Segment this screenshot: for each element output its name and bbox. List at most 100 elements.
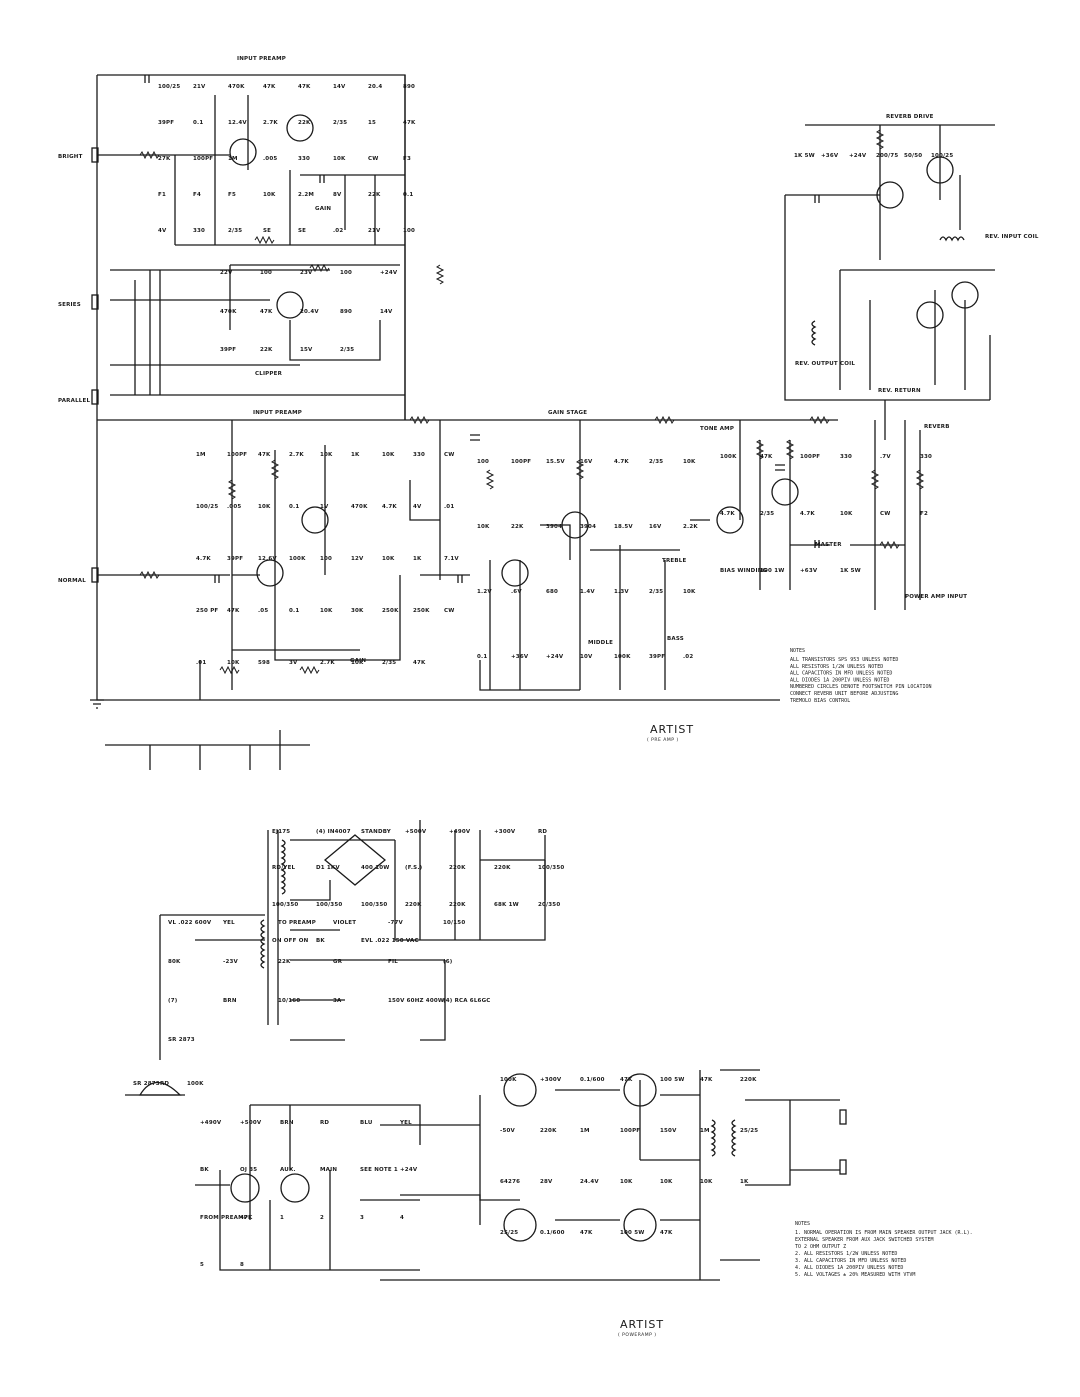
preamp-component-label: +63V	[800, 568, 818, 574]
preamp-component-label: 0.1	[403, 192, 413, 198]
preamp-component-label: 15V	[300, 347, 313, 353]
preamp-component-label: 15.5V	[546, 459, 565, 465]
preamp-component-label: 39PF	[220, 347, 236, 353]
preamp-component-label: +24V	[849, 153, 867, 159]
reverb-coils	[811, 236, 965, 346]
preamp-component-label: 4V	[413, 504, 422, 510]
poweramp-component-label: (4) RCA 6L6GC	[443, 998, 491, 1004]
preamp-component-label: 100	[340, 270, 352, 276]
poweramp-component-label: BK	[316, 938, 325, 944]
preamp-component-label: 39PF	[158, 120, 174, 126]
section-label: GAIN STAGE	[548, 410, 587, 416]
preamp-component-label: 3V	[289, 660, 298, 666]
preamp-component-label: 16V	[580, 459, 593, 465]
preamp-component-label: 27K	[158, 156, 171, 162]
poweramp-component-label: +500V	[405, 829, 427, 835]
preamp-component-label: 330	[840, 454, 852, 460]
poweramp-component-label: 80K	[168, 959, 181, 965]
poweramp-component-label: 68K 1W	[494, 902, 519, 908]
poweramp-component-label: 28V	[540, 1179, 553, 1185]
preamp-component-label: 330	[920, 454, 932, 460]
poweramp-component-label: RD	[538, 829, 547, 835]
preamp-component-label: BIAS WINDING	[720, 568, 768, 574]
poweramp-component-label: BLU	[360, 1120, 373, 1126]
preamp-component-label: 2.2K	[683, 524, 698, 530]
poweramp-note: 4. ALL DIODES 1A 200PIV UNLESS NOTED	[795, 1265, 903, 1271]
preamp-component-label: 10K	[258, 504, 271, 510]
preamp-component-label: 2.7K	[263, 120, 278, 126]
preamp-component-label: 2/35	[760, 511, 774, 517]
preamp-component-label: 100/25	[931, 153, 953, 159]
poweramp-wiring	[159, 820, 840, 1281]
poweramp-component-label: 25/25	[500, 1230, 518, 1236]
preamp-component-label: 21V	[368, 228, 381, 234]
section-label: INPUT PREAMP	[237, 56, 286, 62]
preamp-component-label: 4.7K	[382, 504, 397, 510]
preamp-component-label: 2.2M	[298, 192, 314, 198]
preamp-note: ALL TRANSISTORS SPS 953 UNLESS NOTED	[790, 657, 898, 663]
preamp-component-label: 1M	[196, 452, 206, 458]
preamp-component-label: 598	[258, 660, 270, 666]
preamp-component-label: 4.7K	[720, 511, 735, 517]
poweramp-note: TO 2 OHM OUTPUT Z	[795, 1244, 846, 1250]
poweramp-component-label: (F.S.)	[405, 865, 423, 871]
section-label: POWER AMP INPUT	[905, 594, 967, 600]
poweramp-title: ARTIST	[620, 1318, 664, 1331]
preamp-component-label: 47K	[258, 452, 271, 458]
preamp-component-label: 20.4	[368, 84, 382, 90]
preamp-component-label: 100K	[720, 454, 737, 460]
poweramp-component-label: FROM PREAMP	[200, 1215, 248, 1221]
preamp-transistors	[229, 114, 979, 587]
section-label: REVERB DRIVE	[886, 114, 934, 120]
preamp-component-label: 250 PF	[196, 608, 218, 614]
preamp-title: ARTIST	[650, 723, 694, 736]
poweramp-component-label: GR	[333, 959, 343, 965]
preamp-component-label: 16V	[649, 524, 662, 530]
poweramp-component-label: 150V	[660, 1128, 677, 1134]
poweramp-component-label: 100/350	[272, 902, 298, 908]
poweramp-component-label: 220K	[405, 902, 422, 908]
preamp-component-label: 10K	[351, 660, 364, 666]
preamp-jacks	[91, 147, 99, 583]
poweramp-component-label: 1K	[740, 1179, 749, 1185]
preamp-component-label: 10K	[227, 660, 240, 666]
preamp-component-label: 330	[193, 228, 205, 234]
preamp-component-label: 50/50	[904, 153, 922, 159]
preamp-component-label: F1	[158, 192, 166, 198]
preamp-component-label: 100	[403, 228, 415, 234]
preamp-component-label: 47K	[263, 84, 276, 90]
preamp-component-label: 10K	[382, 556, 395, 562]
preamp-component-label: F4	[193, 192, 201, 198]
preamp-component-label: 1M	[228, 156, 238, 162]
preamp-subtitle: ( PRE AMP )	[647, 737, 679, 743]
preamp-component-label: .7V	[880, 454, 891, 460]
preamp-component-label: 250K	[382, 608, 399, 614]
preamp-component-label: CW	[880, 511, 891, 517]
control-label: REVERB	[924, 424, 950, 430]
poweramp-component-label: 400 10W	[361, 865, 390, 871]
preamp-component-label: 39PF	[649, 654, 665, 660]
poweramp-component-label: 8	[240, 1262, 244, 1268]
preamp-note: CONNECT REVERB UNIT BEFORE ADJUSTING	[790, 691, 898, 697]
poweramp-note: EXTERNAL SPEAKER FROM AUX JACK SWITCHED …	[795, 1237, 933, 1243]
preamp-component-label: 200/75	[876, 153, 898, 159]
preamp-component-label: 10K	[320, 608, 333, 614]
poweramp-component-label: 22K	[278, 959, 291, 965]
poweramp-component-label: RD	[160, 1081, 169, 1087]
poweramp-transistors	[230, 1173, 310, 1203]
poweramp-component-label: AUX.	[280, 1167, 296, 1173]
preamp-component-label: 22V	[220, 270, 233, 276]
section-label: INPUT PREAMP	[253, 410, 302, 416]
preamp-component-label: 8V	[333, 192, 342, 198]
poweramp-component-label: 150V 60HZ 400W	[388, 998, 444, 1004]
poweramp-component-label: 1M	[700, 1128, 710, 1134]
poweramp-component-label: 5	[200, 1262, 204, 1268]
preamp-component-label: 1V	[320, 504, 329, 510]
control-label: BASS	[667, 636, 684, 642]
poweramp-component-label: 1M	[580, 1128, 590, 1134]
poweramp-component-label: +490V	[449, 829, 471, 835]
poweramp-component-label: D1 1KV	[316, 865, 340, 871]
preamp-component-label: 2.7K	[320, 660, 335, 666]
poweramp-component-label: -23V	[223, 959, 239, 965]
poweramp-note: 1. NORMAL OPERATION IS FROM MAIN SPEAKER…	[795, 1230, 973, 1236]
